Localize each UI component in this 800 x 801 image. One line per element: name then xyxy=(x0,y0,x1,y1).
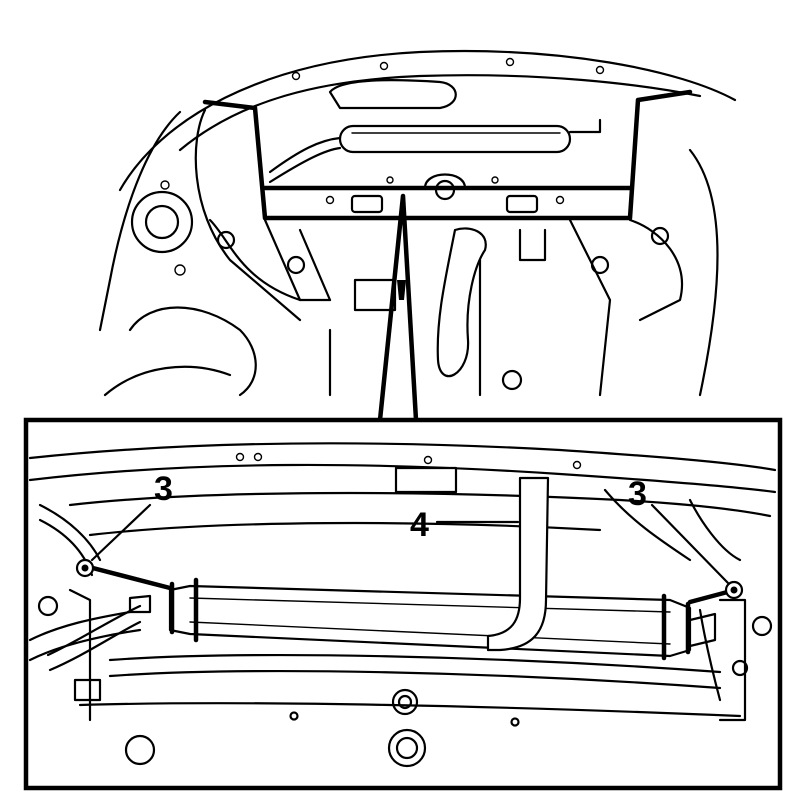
callout-label-3-right: 3 xyxy=(628,475,647,513)
leader-line-3-left xyxy=(90,503,152,562)
fastener-right xyxy=(724,580,744,600)
overview-illustration xyxy=(98,49,737,423)
splash-shield-outline xyxy=(202,89,693,221)
oil-cooler xyxy=(82,563,738,661)
lower-mount-boss xyxy=(387,688,427,768)
leader-line-3-right xyxy=(650,503,730,585)
retaining-strap xyxy=(486,476,550,652)
overview-cooler-tube xyxy=(338,124,572,154)
detail-pointer xyxy=(377,193,419,423)
callout-label-4: 4 xyxy=(410,506,429,544)
fastener-left xyxy=(75,558,95,578)
callout-label-3-left: 3 xyxy=(154,470,173,508)
detail-view: 3 3 4 xyxy=(23,417,783,791)
